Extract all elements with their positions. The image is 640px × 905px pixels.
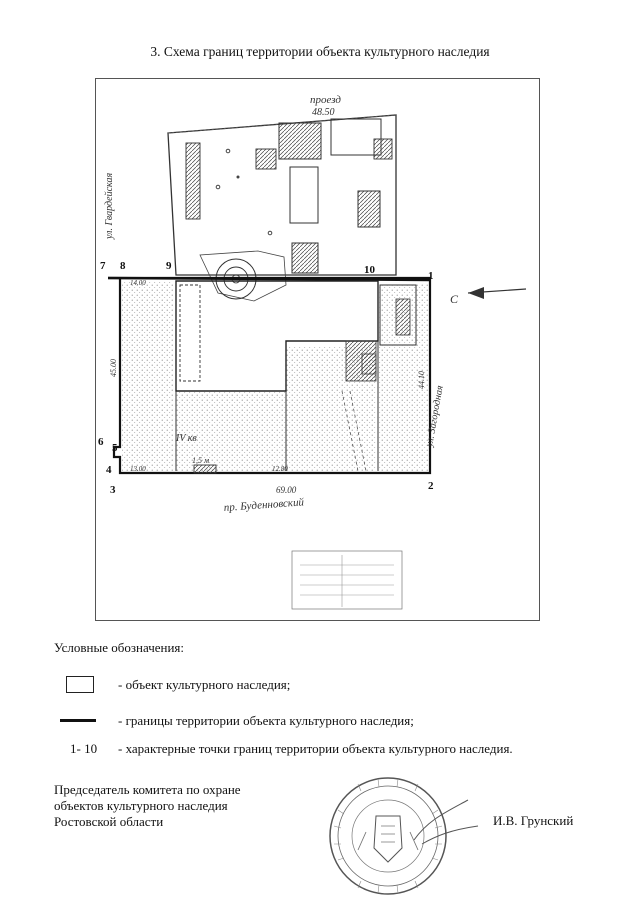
point-7: 7 — [100, 260, 106, 272]
signatory-name: И.В. Грунский — [493, 813, 574, 828]
signature-scribble — [413, 799, 479, 845]
right-dim: 44.10 — [417, 371, 426, 389]
annex-dim: 1,5 м — [192, 456, 209, 465]
section-dim-2: 14.00 — [130, 279, 146, 287]
upper-room-4 — [291, 242, 319, 274]
upper-room-2 — [330, 118, 382, 156]
bottom-street: пр. Буденновский — [223, 496, 304, 514]
upper-room-5 — [357, 190, 381, 228]
top-street: проезд — [310, 94, 341, 106]
upper-room-3 — [289, 166, 319, 224]
plan-title-block — [291, 550, 403, 610]
signature-line-3: Ростовской области — [54, 814, 164, 829]
legend-boundary-text: - границы территории объекта культурного… — [118, 713, 414, 728]
signature-line-1: Председатель комитета по охране — [54, 782, 241, 797]
point-1: 1 — [428, 270, 434, 282]
point-3: 3 — [110, 484, 116, 496]
section-dim-1: 13.00 — [130, 465, 146, 473]
yard-area-center — [176, 391, 286, 471]
upper-left-wing — [185, 142, 201, 220]
bottom-dim: 69.00 — [276, 485, 297, 495]
legend-points-text: - характерные точки границ территории об… — [118, 741, 513, 756]
point-10: 10 — [364, 264, 376, 276]
territory-boundary — [108, 276, 432, 475]
signature-line-2: объектов культурного наследия — [54, 798, 228, 813]
legend-points-key: 1- 10 — [70, 741, 98, 756]
small-annex — [193, 464, 217, 474]
point-8: 8 — [120, 260, 126, 272]
legend-heading: Условные обозначения: — [54, 640, 185, 655]
point-2: 2 — [428, 480, 434, 492]
point-9: 9 — [166, 260, 172, 272]
upper-room-1 — [278, 122, 322, 160]
signature-position: Председатель комитета по охране объектов… — [54, 782, 241, 830]
legend-boundary-symbol — [60, 719, 96, 722]
official-seal — [329, 777, 479, 895]
left-dim: 45.00 — [109, 359, 118, 377]
page-title: 3. Схема границ территории объекта культ… — [150, 44, 490, 59]
territory-plan-drawing: С 48.50 проезд ул. Гвардейская ул. Загор… — [98, 94, 527, 610]
legend-object-text: - объект культурного наследия; — [118, 677, 291, 692]
court-label: IV кв — [175, 433, 197, 444]
corner-room — [379, 284, 417, 346]
yard-area-left — [122, 281, 174, 471]
top-dim: 48.50 — [312, 107, 335, 118]
legend-object-symbol — [66, 676, 94, 693]
left-street: ул. Гвардейская — [104, 173, 115, 240]
point-5: 5 — [112, 442, 118, 454]
north-letter: С — [450, 292, 459, 306]
territory-plan: С 48.50 проезд ул. Гвардейская ул. Загор… — [95, 78, 540, 621]
point-4: 4 — [106, 464, 112, 476]
inner-dim: 12.80 — [272, 465, 288, 473]
point-6: 6 — [98, 436, 104, 448]
